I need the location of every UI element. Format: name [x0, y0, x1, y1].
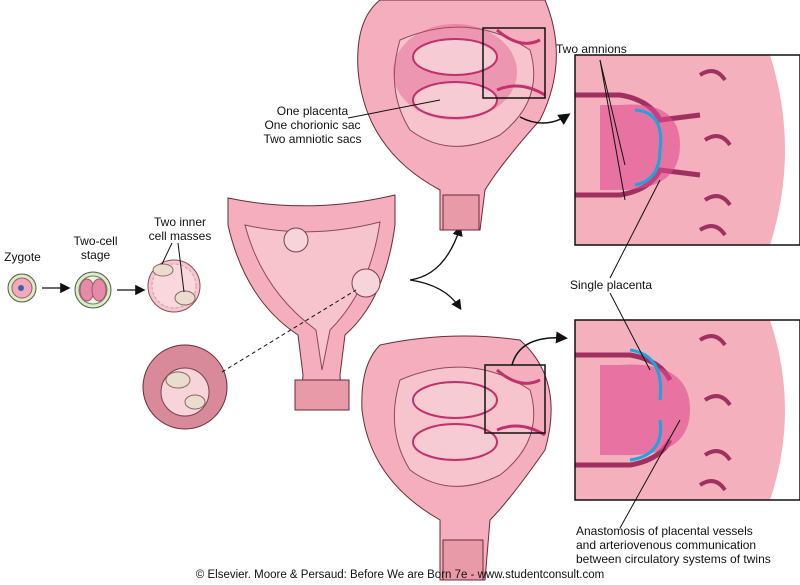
footer-credit: © Elsevier. Moore & Persaud: Before We a…	[195, 569, 605, 581]
label-one-placenta: One placenta One chorionic sac Two amnio…	[250, 104, 375, 146]
pointer-line	[347, 99, 441, 119]
implantation-magnified-icon	[142, 344, 228, 430]
label-line: Two-cell	[73, 234, 118, 248]
uterus-illustration	[227, 194, 396, 411]
label-line: Two inner	[153, 215, 207, 229]
pointer-line	[619, 419, 681, 529]
pointer-line	[161, 242, 173, 265]
blastocyst-icon	[147, 259, 201, 313]
label-single-placenta: Single placenta	[570, 278, 653, 292]
arrow	[511, 331, 568, 366]
inset-anastomosis	[574, 319, 800, 501]
label-line: between circulatory systems of twins	[576, 552, 771, 566]
label-zygote: Zygote	[4, 250, 41, 264]
arrow-down	[409, 279, 462, 311]
zoom-box	[482, 27, 546, 99]
pointer-line	[599, 59, 626, 201]
label-line: Two amniotic sacs	[263, 132, 362, 146]
zygote-icon	[7, 273, 37, 303]
label-line: cell masses	[148, 229, 212, 243]
label-inner-cell-masses: Two inner cell masses	[145, 215, 215, 243]
pointer-line	[177, 242, 185, 293]
two-cell-stage-icon	[74, 271, 112, 309]
label-line: Anastomosis of placental vessels	[576, 524, 753, 538]
label-line: One chorionic sac	[264, 118, 361, 132]
arrow	[519, 113, 571, 125]
label-two-amnions: Two amnions	[556, 42, 627, 56]
gestational-sac-bottom	[361, 335, 552, 581]
label-anastomosis: Anastomosis of placental vessels and art…	[576, 524, 771, 566]
pointer-line	[609, 292, 651, 371]
zoom-box	[484, 364, 546, 434]
label-two-cell: Two-cell stage	[68, 234, 123, 262]
inset-two-amnions	[574, 54, 800, 246]
label-line: stage	[80, 248, 111, 262]
gestational-sac-top	[357, 0, 557, 231]
pointer-line	[609, 179, 661, 279]
label-line: and arteriovenous communication	[576, 538, 757, 552]
arrow-up	[409, 225, 463, 281]
pointer-line	[599, 59, 626, 166]
label-line: One placenta	[276, 104, 349, 118]
magnify-line	[221, 289, 357, 373]
